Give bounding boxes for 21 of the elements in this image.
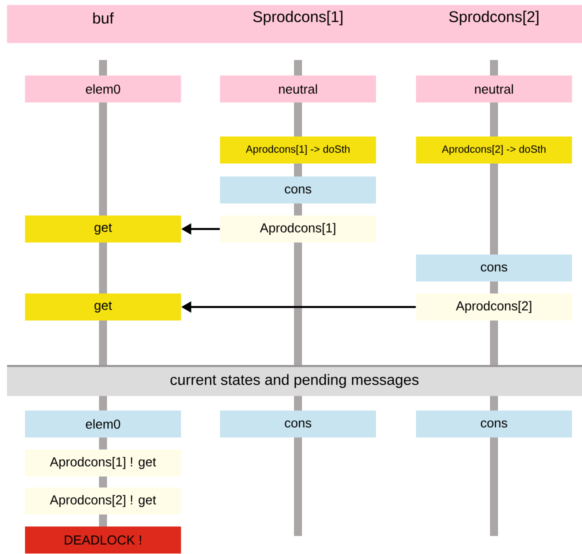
deadlock-box: DEADLOCK !: [25, 526, 181, 554]
sender-box: Aprodcons[2]: [416, 294, 572, 320]
state-box: cons: [416, 254, 572, 282]
section-band: current states and pending messages: [7, 365, 582, 396]
column-heading: buf: [93, 12, 114, 24]
state-box: elem0: [25, 76, 181, 102]
pending-message-box: Aprodcons[1] ! get: [25, 450, 181, 476]
action-box: Aprodcons[1] -> doSth: [220, 136, 376, 164]
column-heading: Sprodcons[1]: [253, 10, 342, 26]
action-box: Aprodcons[2] -> doSth: [416, 136, 572, 164]
message-box: get: [25, 294, 181, 320]
sender-box: Aprodcons[1]: [220, 216, 376, 242]
state-box: neutral: [416, 76, 572, 102]
pending-message-box: Aprodcons[2] ! get: [25, 488, 181, 514]
state-box: neutral: [220, 76, 376, 102]
state-box: elem0: [25, 410, 181, 438]
state-box: cons: [416, 410, 572, 438]
state-box: cons: [220, 176, 376, 204]
column-heading: Sprodcons[2]: [449, 10, 538, 26]
message-box: get: [25, 216, 181, 242]
state-box: cons: [220, 410, 376, 438]
